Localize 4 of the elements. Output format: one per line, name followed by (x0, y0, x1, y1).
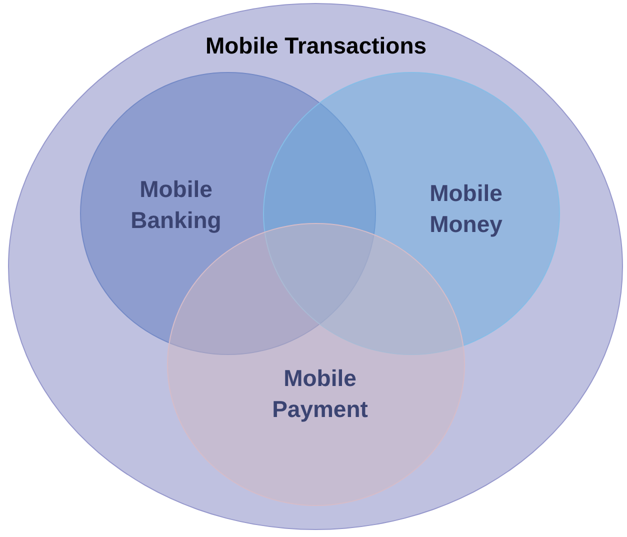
circle-label: Mobile Banking (130, 175, 222, 235)
circle-label: Mobile Money (428, 179, 504, 239)
diagram-heading: Mobile Transactions (205, 32, 427, 60)
circle-label: Mobile Payment (271, 364, 369, 424)
